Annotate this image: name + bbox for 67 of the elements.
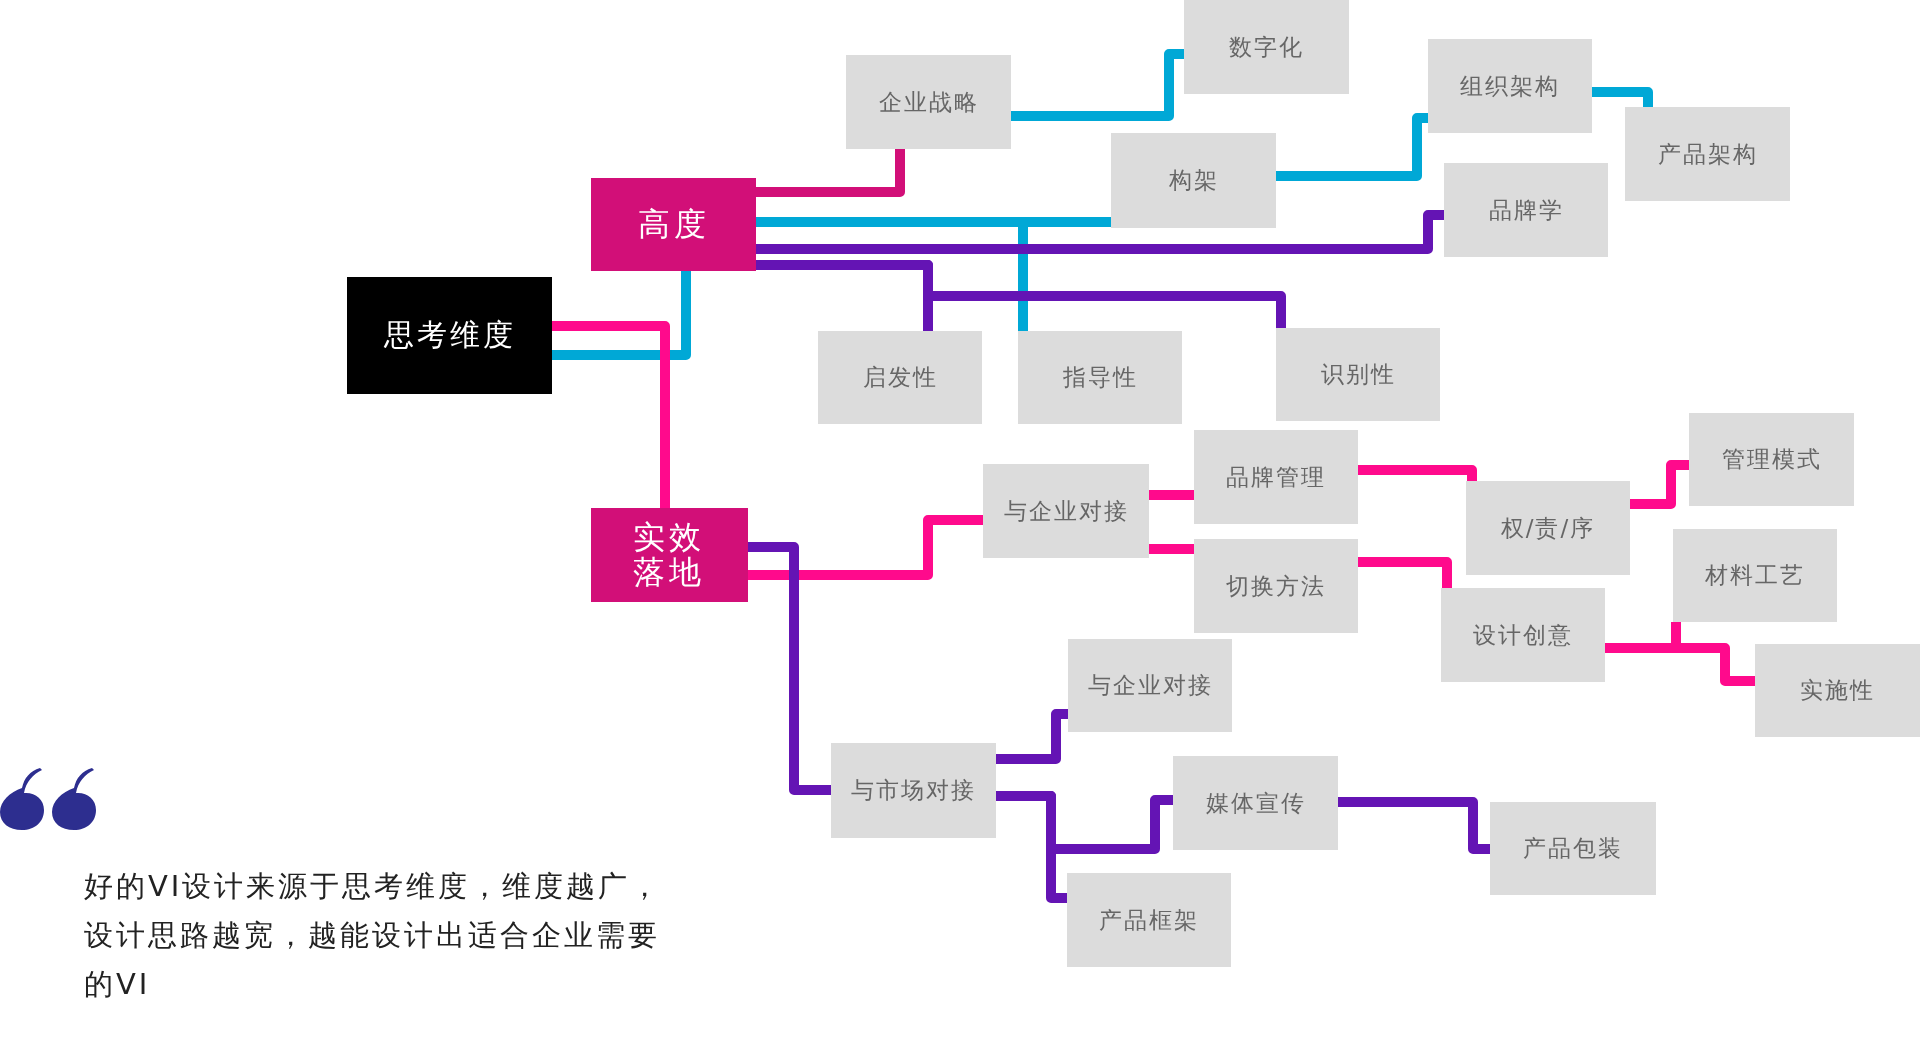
node-label: 指导性 [1062,363,1138,392]
node-label: 权/责/序 [1500,513,1596,543]
topic-box [1490,802,1656,895]
connector-line [748,542,831,795]
topic-box [818,331,982,424]
node-label: 产品框架 [1099,905,1199,935]
connector-line [1358,465,1477,481]
topic-box [1194,539,1358,633]
topic-box [1689,413,1854,506]
connector-line [1630,460,1689,509]
connector-line [1149,544,1194,554]
topic-box [1067,873,1231,967]
connector-line [1011,49,1184,121]
node-label: 媒体宣传 [1205,788,1306,818]
node-label: 数字化 [1229,32,1304,62]
topic-box [1276,328,1440,421]
topic-box [1755,644,1920,737]
topic-box [1173,756,1338,850]
node-label: 构架 [1168,166,1219,195]
node-label: 高度 [637,203,710,245]
node-label: 实施性 [1800,676,1875,705]
node-label: 与企业对接 [1087,671,1213,700]
topic-box [1441,588,1605,682]
quote-text: 好的VI设计来源于思考维度，维度越广，设计思路越宽，越能设计出适合企业需要的VI [84,868,664,1003]
topic-box [1673,529,1837,622]
node-label: 材料工艺 [1705,561,1805,590]
topic-box [1018,331,1182,424]
connector-line [748,515,983,580]
connector-line [996,709,1068,764]
topic-box [1466,481,1630,575]
node-label: 产品包装 [1523,834,1623,863]
connector-line [1276,113,1428,181]
node-label: 与企业对接 [1003,496,1129,526]
connector-line [552,271,691,360]
topic-box [983,464,1149,558]
node-label: 思考维度 [383,316,516,354]
node-label: 品牌管理 [1226,462,1326,492]
connector-line [552,321,670,508]
node-label: 管理模式 [1721,445,1822,474]
topic-box [1068,639,1232,732]
connector-line [756,210,1444,254]
topic-box [1428,39,1592,133]
topic-box [1444,163,1608,257]
topic-box [846,55,1011,149]
node-label: 设计创意 [1473,620,1573,650]
connector-line [1149,490,1194,500]
topic-box [1194,430,1358,524]
connector-line [1592,87,1653,107]
node-label: 启发性 [862,363,938,392]
topic-box [1625,107,1790,201]
node-label: 品牌学 [1488,195,1564,225]
category-box [591,178,756,271]
connector-line [756,149,905,197]
topic-box [1111,133,1276,228]
connector-line [1358,557,1452,588]
node-label: 企业战略 [878,87,979,117]
node-label: 实效落地 [632,519,707,591]
node-label: 组织架构 [1460,71,1560,101]
node-label: 识别性 [1320,360,1396,389]
root-box [347,277,552,394]
topic-box [1184,0,1349,94]
category-box [591,508,748,602]
topic-box [831,743,996,838]
connector-line [1338,797,1490,854]
node-label: 产品架构 [1657,139,1758,169]
node-label: 切换方法 [1226,571,1326,601]
node-label: 与市场对接 [851,776,976,805]
